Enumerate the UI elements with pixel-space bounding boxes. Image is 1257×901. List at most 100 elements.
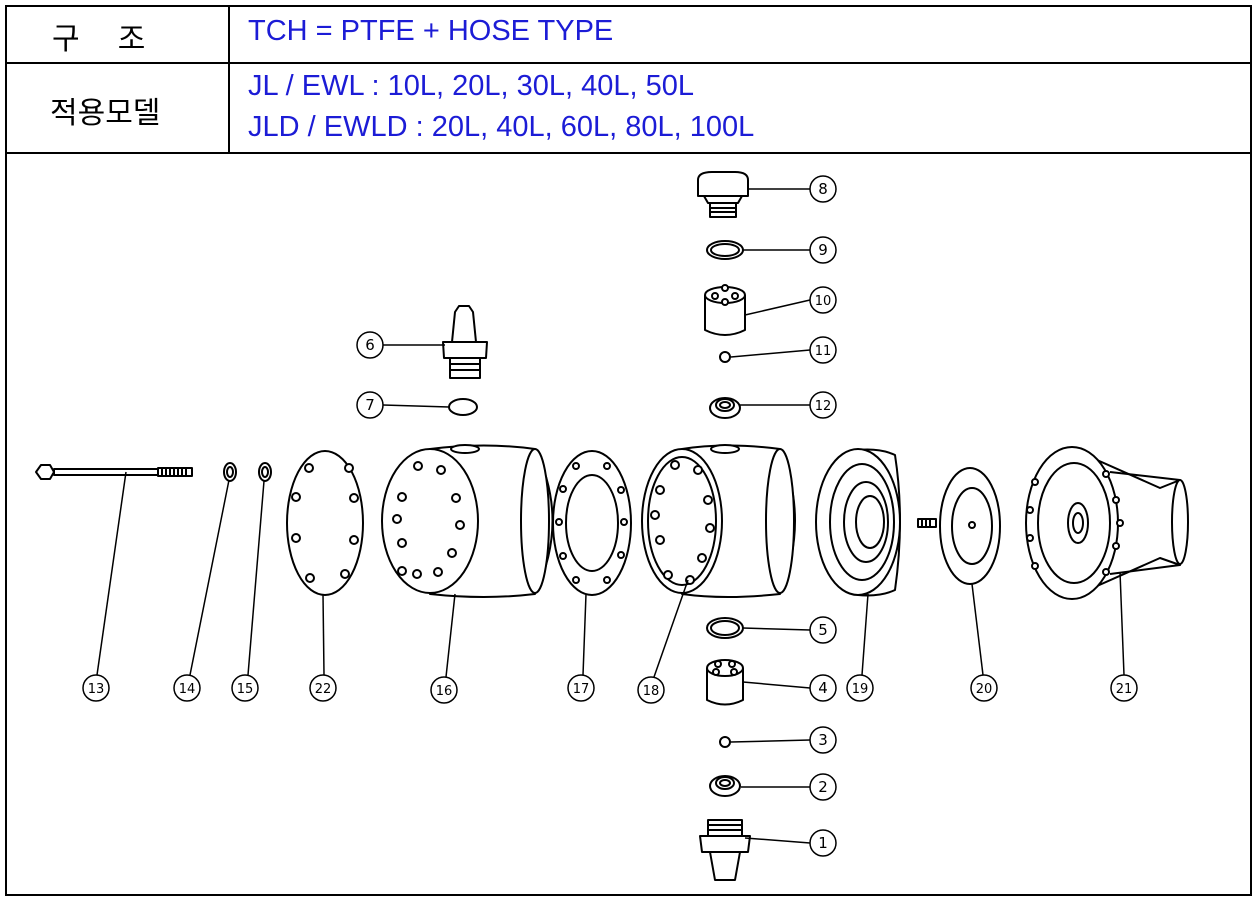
callout-number: 8 xyxy=(818,180,828,198)
callout-8: 8 xyxy=(748,175,837,203)
callout-3: 3 xyxy=(730,726,837,754)
callout-balloon xyxy=(430,676,458,704)
leader-line xyxy=(653,579,689,678)
callout-1: 1 xyxy=(744,829,837,857)
outer-frame xyxy=(5,5,1252,896)
part-14-spring-washer xyxy=(223,462,237,482)
callout-11: 11 xyxy=(730,336,837,364)
callout-number: 14 xyxy=(179,682,196,697)
part-2-lower-valve-seat xyxy=(709,775,741,797)
part-8-top-plug xyxy=(697,171,749,218)
leader-line xyxy=(730,739,811,743)
callout-number: 12 xyxy=(815,399,832,414)
callout-balloon xyxy=(809,175,837,203)
callout-balloon xyxy=(173,674,201,702)
callout-number: 18 xyxy=(643,684,660,699)
part-9-upper-o-ring xyxy=(706,240,744,260)
callout-balloon xyxy=(809,829,837,857)
callout-number: 7 xyxy=(365,396,375,414)
callout-17: 17 xyxy=(567,593,595,702)
callout-20: 20 xyxy=(970,583,998,702)
callout-balloon xyxy=(809,286,837,314)
leader-line xyxy=(971,583,984,676)
applied-models-label: 적용모델 xyxy=(50,96,161,131)
callout-balloon xyxy=(356,331,384,359)
callout-6: 6 xyxy=(356,331,445,359)
callout-15: 15 xyxy=(231,480,265,702)
leader-line xyxy=(322,593,325,676)
callout-number: 13 xyxy=(88,682,105,697)
callout-balloon xyxy=(82,674,110,702)
header-column-divider xyxy=(228,5,230,153)
callout-19: 19 xyxy=(846,593,874,702)
leader-line xyxy=(247,480,265,676)
callout-10: 10 xyxy=(744,286,837,316)
leader-line xyxy=(382,404,450,408)
callout-7: 7 xyxy=(356,391,450,419)
callout-number: 10 xyxy=(815,294,832,309)
leader-line xyxy=(96,471,127,676)
callout-number: 4 xyxy=(818,679,828,697)
part-6-hose-outlet-fitting xyxy=(442,305,488,379)
callout-4: 4 xyxy=(742,674,837,702)
part-20-diaphragm-plate xyxy=(939,467,1001,585)
part-16-pump-head-front xyxy=(381,444,554,598)
callout-balloon xyxy=(809,773,837,801)
callout-number: 20 xyxy=(976,682,993,697)
leader-line xyxy=(582,593,587,676)
part-15-flat-washer xyxy=(258,462,272,482)
callout-13: 13 xyxy=(82,471,127,702)
leader-line xyxy=(742,627,811,631)
applied-models-line-1: JL / EWL : 10L, 20L, 30L, 40L, 50L xyxy=(248,70,695,102)
leader-line xyxy=(744,837,811,844)
callout-number: 5 xyxy=(818,621,828,639)
leader-line xyxy=(861,593,869,676)
structure-label: 구 조 xyxy=(52,22,146,57)
callout-balloon xyxy=(1110,674,1138,702)
part-19-diaphragm xyxy=(815,448,937,597)
callout-number: 22 xyxy=(315,682,332,697)
callout-balloon xyxy=(970,674,998,702)
callout-number: 21 xyxy=(1116,682,1133,697)
callout-number: 11 xyxy=(815,344,832,359)
part-10-upper-ball-guide xyxy=(704,284,746,336)
callout-balloon xyxy=(846,674,874,702)
leader-line xyxy=(742,681,811,689)
callout-balloon xyxy=(231,674,259,702)
callout-number: 17 xyxy=(573,682,590,697)
part-22-end-plate xyxy=(286,450,364,596)
part-5-lower-o-ring xyxy=(706,617,744,639)
callout-number: 2 xyxy=(818,778,828,796)
callout-number: 9 xyxy=(818,241,828,259)
callout-balloon xyxy=(309,674,337,702)
callout-balloon xyxy=(809,616,837,644)
callout-number: 15 xyxy=(237,682,254,697)
callout-16: 16 xyxy=(430,593,458,704)
callout-balloon xyxy=(637,676,665,704)
header-row-divider-2 xyxy=(5,152,1252,154)
callout-number: 6 xyxy=(365,336,375,354)
callout-balloon xyxy=(356,391,384,419)
leader-line xyxy=(445,593,456,678)
callout-number: 19 xyxy=(852,682,869,697)
callout-22: 22 xyxy=(309,593,337,702)
callout-balloon xyxy=(809,674,837,702)
callout-number: 1 xyxy=(818,834,828,852)
callout-18: 18 xyxy=(637,579,689,704)
callout-9: 9 xyxy=(743,236,837,264)
part-17-flange-gasket xyxy=(552,450,632,596)
part-18-pump-head-rear xyxy=(641,444,796,598)
leader-line xyxy=(189,479,230,676)
callout-5: 5 xyxy=(742,616,837,644)
callout-14: 14 xyxy=(173,479,230,702)
part-21-motor-housing xyxy=(1025,446,1189,600)
callout-2: 2 xyxy=(741,773,837,801)
callout-balloon xyxy=(567,674,595,702)
leader-line xyxy=(730,349,811,358)
part-1-bottom-inlet-fitting xyxy=(699,819,751,881)
callout-balloon xyxy=(809,391,837,419)
callout-number: 16 xyxy=(436,684,453,699)
part-13-tie-bolt xyxy=(35,464,193,480)
